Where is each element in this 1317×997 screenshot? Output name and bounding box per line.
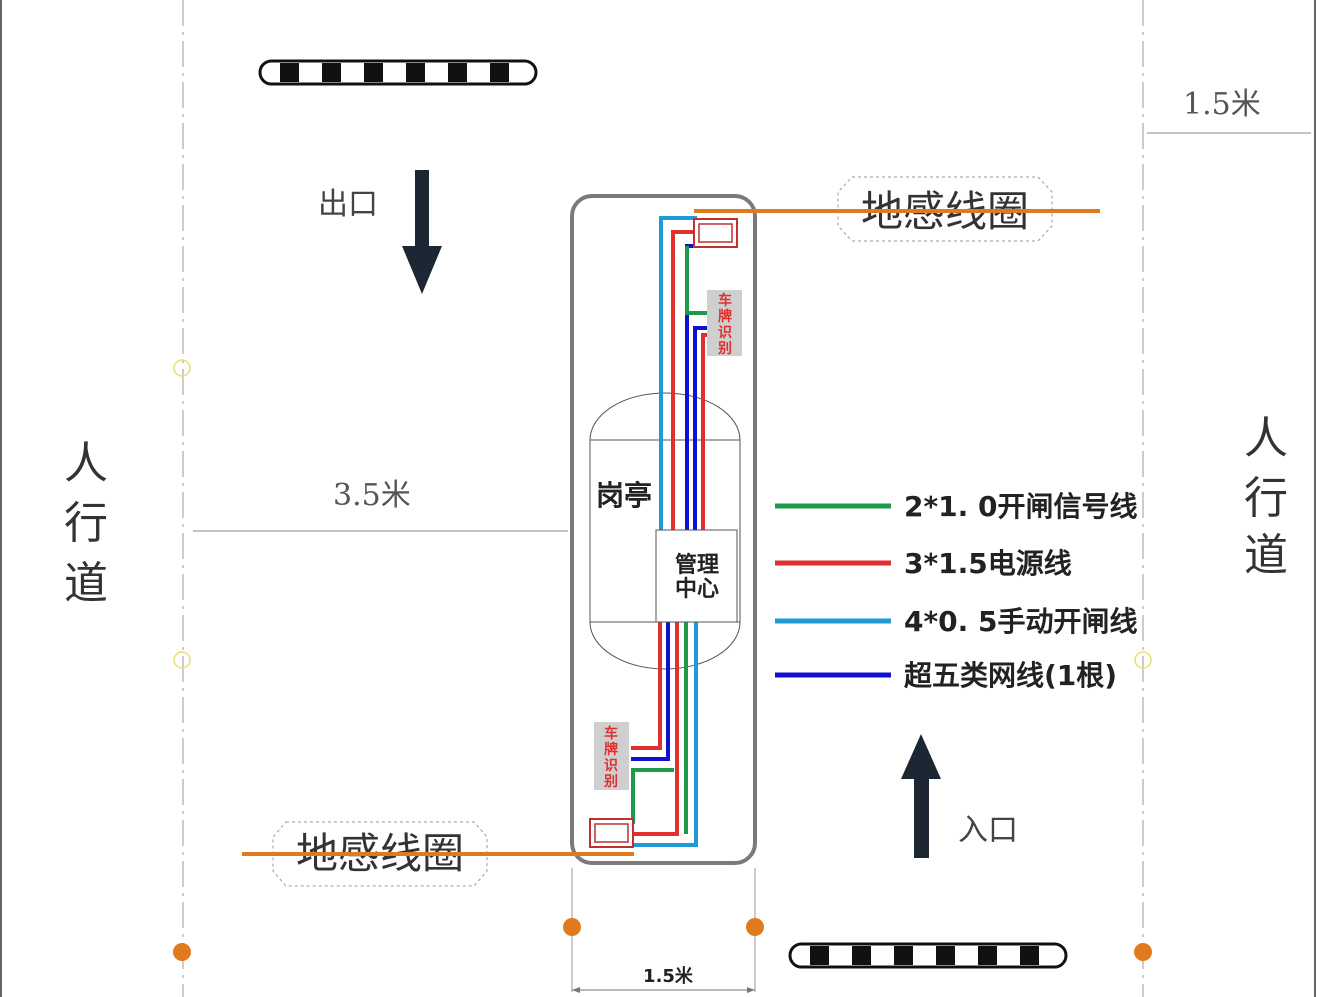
node-dot bbox=[1134, 943, 1152, 961]
svg-text:识: 识 bbox=[718, 325, 732, 341]
legend-label: 4*0. 5手动开闸线 bbox=[904, 605, 1137, 638]
node-dot bbox=[563, 918, 581, 936]
svg-text:牌: 牌 bbox=[718, 308, 732, 325]
marker-circle bbox=[173, 359, 191, 377]
cable-manual-open-bottom bbox=[631, 622, 698, 847]
svg-text:牌: 牌 bbox=[604, 741, 618, 758]
cable-bundle bbox=[617, 216, 710, 847]
induction-loop-bottom: 地感线圈 bbox=[242, 821, 634, 887]
sidewalk-right-char: 人 bbox=[1244, 413, 1288, 464]
marker-circle bbox=[173, 651, 191, 669]
svg-text:车: 车 bbox=[604, 725, 618, 742]
cable-network-top bbox=[693, 326, 710, 530]
management-center-label: 管理 bbox=[675, 552, 719, 578]
safety-island bbox=[570, 194, 757, 865]
barrier-arm-top bbox=[258, 59, 538, 86]
legend-label: 超五类网线(1根) bbox=[904, 659, 1117, 692]
svg-text:别: 别 bbox=[603, 774, 618, 790]
entrance-label: 入口 bbox=[958, 813, 1018, 848]
cable-power-bottom bbox=[631, 622, 662, 750]
cable-power-top bbox=[671, 230, 697, 530]
cable-signal-top bbox=[685, 246, 710, 315]
sidewalk-left-char: 人 bbox=[64, 438, 108, 489]
cable-network-bottom bbox=[631, 622, 670, 761]
dimension-label-left: 3.5米 bbox=[333, 478, 411, 513]
node-dot bbox=[746, 918, 764, 936]
dimension-label-right: 1.5米 bbox=[1183, 87, 1261, 122]
management-center-label: 中心 bbox=[675, 577, 719, 602]
induction-loop-top: 地感线圈 bbox=[694, 176, 1100, 242]
legend-label: 3*1.5电源线 bbox=[904, 547, 1072, 580]
entrance-arrow-icon bbox=[901, 734, 941, 858]
legend-label: 2*1. 0开闸信号线 bbox=[904, 490, 1137, 523]
sidewalk-left-char: 行 bbox=[64, 498, 108, 549]
barrier-gate-box-bottom bbox=[589, 818, 634, 848]
sidewalk-right-char: 行 bbox=[1244, 473, 1288, 524]
plate-recognition-top: 车 牌 识 别 bbox=[707, 290, 742, 357]
management-center bbox=[655, 529, 738, 623]
svg-text:识: 识 bbox=[604, 758, 618, 774]
marker-circle bbox=[1134, 651, 1152, 669]
svg-text:别: 别 bbox=[717, 341, 732, 357]
dimension-label-bottom: 1.5米 bbox=[643, 965, 694, 987]
sidewalk-left-char: 道 bbox=[64, 558, 108, 609]
sidewalk-label-left: 人 行 道 bbox=[64, 438, 108, 609]
barrier-gate-box-top bbox=[693, 218, 738, 248]
exit-arrow-icon bbox=[402, 170, 442, 294]
exit-label: 出口 bbox=[318, 187, 378, 222]
cable-power-top-b bbox=[701, 333, 710, 530]
sidewalk-label-right: 人 行 道 bbox=[1244, 413, 1288, 581]
dimension-bottom: 1.5米 bbox=[571, 868, 756, 993]
svg-text:车: 车 bbox=[718, 292, 732, 309]
booth-label: 岗亭 bbox=[596, 479, 652, 512]
node-dot bbox=[173, 943, 191, 961]
cable-power-bottom-b bbox=[631, 622, 679, 836]
cable-manual-open-top bbox=[659, 216, 697, 530]
plate-recognition-bottom: 车 牌 识 别 bbox=[594, 722, 629, 790]
barrier-arm-bottom bbox=[788, 942, 1068, 969]
sidewalk-right-char: 道 bbox=[1244, 530, 1288, 581]
